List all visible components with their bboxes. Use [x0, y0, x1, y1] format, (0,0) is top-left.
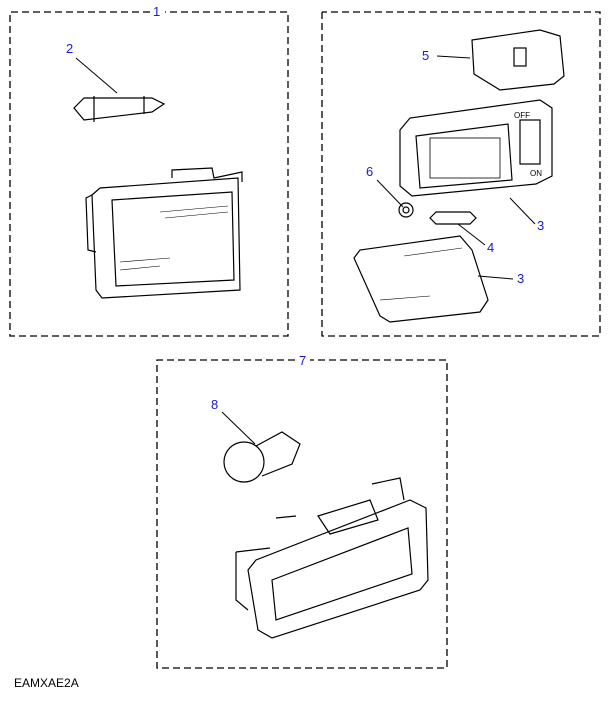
nut-6 — [398, 202, 414, 218]
callout-1: 1 — [153, 4, 161, 19]
callout-3-lens: 3 — [517, 271, 525, 286]
callout-7: 7 — [299, 353, 307, 368]
switch-cover-5 — [471, 29, 565, 91]
diagram-code: EAMXAE2A — [14, 676, 79, 690]
callout-5: 5 — [422, 48, 430, 63]
callout-2: 2 — [66, 41, 74, 56]
lamp-housing-3 — [399, 99, 553, 197]
group-box-frames — [9, 11, 601, 669]
switch-on-label: ON — [530, 169, 542, 178]
leader-lines — [75, 55, 536, 445]
callout-3-housing: 3 — [537, 218, 545, 233]
lamp-assembly-7 — [235, 477, 429, 639]
callout-8: 8 — [211, 397, 219, 412]
switch-off-label: OFF — [514, 111, 530, 120]
callout-6: 6 — [366, 164, 374, 179]
festoon-bulb-2 — [73, 96, 166, 122]
festoon-bulb-4 — [429, 211, 477, 225]
lens-3 — [353, 235, 489, 323]
callout-4: 4 — [487, 240, 495, 255]
bayonet-bulb-8 — [223, 431, 301, 483]
lamp-assembly-1 — [85, 167, 243, 299]
